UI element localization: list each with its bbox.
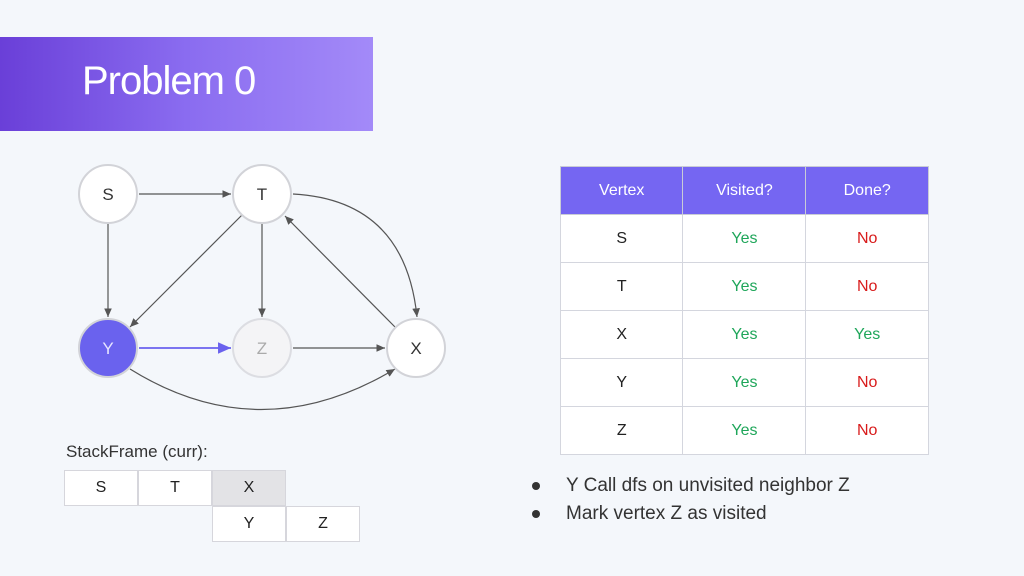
stack-cell-current: X	[212, 470, 286, 506]
cell-visited: Yes	[682, 262, 807, 311]
header-visited: Visited?	[682, 166, 807, 215]
cell-visited: Yes	[682, 358, 807, 407]
header-vertex: Vertex	[559, 166, 684, 215]
page-title: Problem 0	[82, 59, 256, 103]
cell-visited: Yes	[682, 310, 807, 359]
cell-done: No	[805, 406, 929, 455]
cell-done: No	[805, 214, 929, 263]
stack-frame-label: StackFrame (curr):	[66, 442, 208, 461]
node-s-label: S	[102, 185, 113, 204]
stack-cell: Y	[212, 506, 286, 542]
edge-x-t	[284, 215, 396, 328]
header-done: Done?	[805, 166, 929, 215]
node-x-label: X	[410, 339, 421, 358]
vertex-status-table: Vertex Visited? Done? S Yes No T Yes No …	[559, 166, 929, 455]
cell-visited: Yes	[682, 406, 807, 455]
note-text: Y Call dfs on unvisited neighbor Z	[566, 475, 850, 496]
cell-vertex: Z	[559, 406, 684, 455]
cell-done: No	[805, 262, 929, 311]
cell-done: Yes	[805, 310, 929, 359]
title-banner: Problem 0	[0, 37, 373, 131]
cell-vertex: X	[559, 310, 684, 359]
edge-t-y	[129, 214, 243, 328]
list-item: Mark vertex Z as visited	[530, 500, 850, 528]
stack-cell: Z	[286, 506, 360, 542]
node-s: S	[78, 164, 138, 224]
cell-done: No	[805, 358, 929, 407]
edge-t-x	[292, 193, 420, 318]
bullet-icon	[532, 482, 540, 490]
note-text: Mark vertex Z as visited	[566, 503, 767, 524]
edge-y-x	[129, 368, 396, 411]
stack-cell: S	[64, 470, 138, 506]
notes-list: Y Call dfs on unvisited neighbor Z Mark …	[530, 472, 850, 528]
cell-vertex: Y	[559, 358, 684, 407]
node-t: T	[232, 164, 292, 224]
stack-cell: T	[138, 470, 212, 506]
list-item: Y Call dfs on unvisited neighbor Z	[530, 472, 850, 500]
table-row: Y Yes No	[559, 358, 929, 407]
cell-vertex: T	[559, 262, 684, 311]
node-y-label: Y	[102, 339, 113, 358]
node-y: Y	[78, 318, 138, 378]
node-t-label: T	[257, 185, 267, 204]
table-row: T Yes No	[559, 262, 929, 311]
cell-visited: Yes	[682, 214, 807, 263]
node-z: Z	[232, 318, 292, 378]
bullet-icon	[532, 510, 540, 518]
table-row: X Yes Yes	[559, 310, 929, 359]
table-header-row: Vertex Visited? Done?	[559, 166, 929, 215]
cell-vertex: S	[559, 214, 684, 263]
node-x: X	[386, 318, 446, 378]
table-row: Z Yes No	[559, 406, 929, 455]
node-z-label: Z	[257, 339, 267, 358]
table-row: S Yes No	[559, 214, 929, 263]
